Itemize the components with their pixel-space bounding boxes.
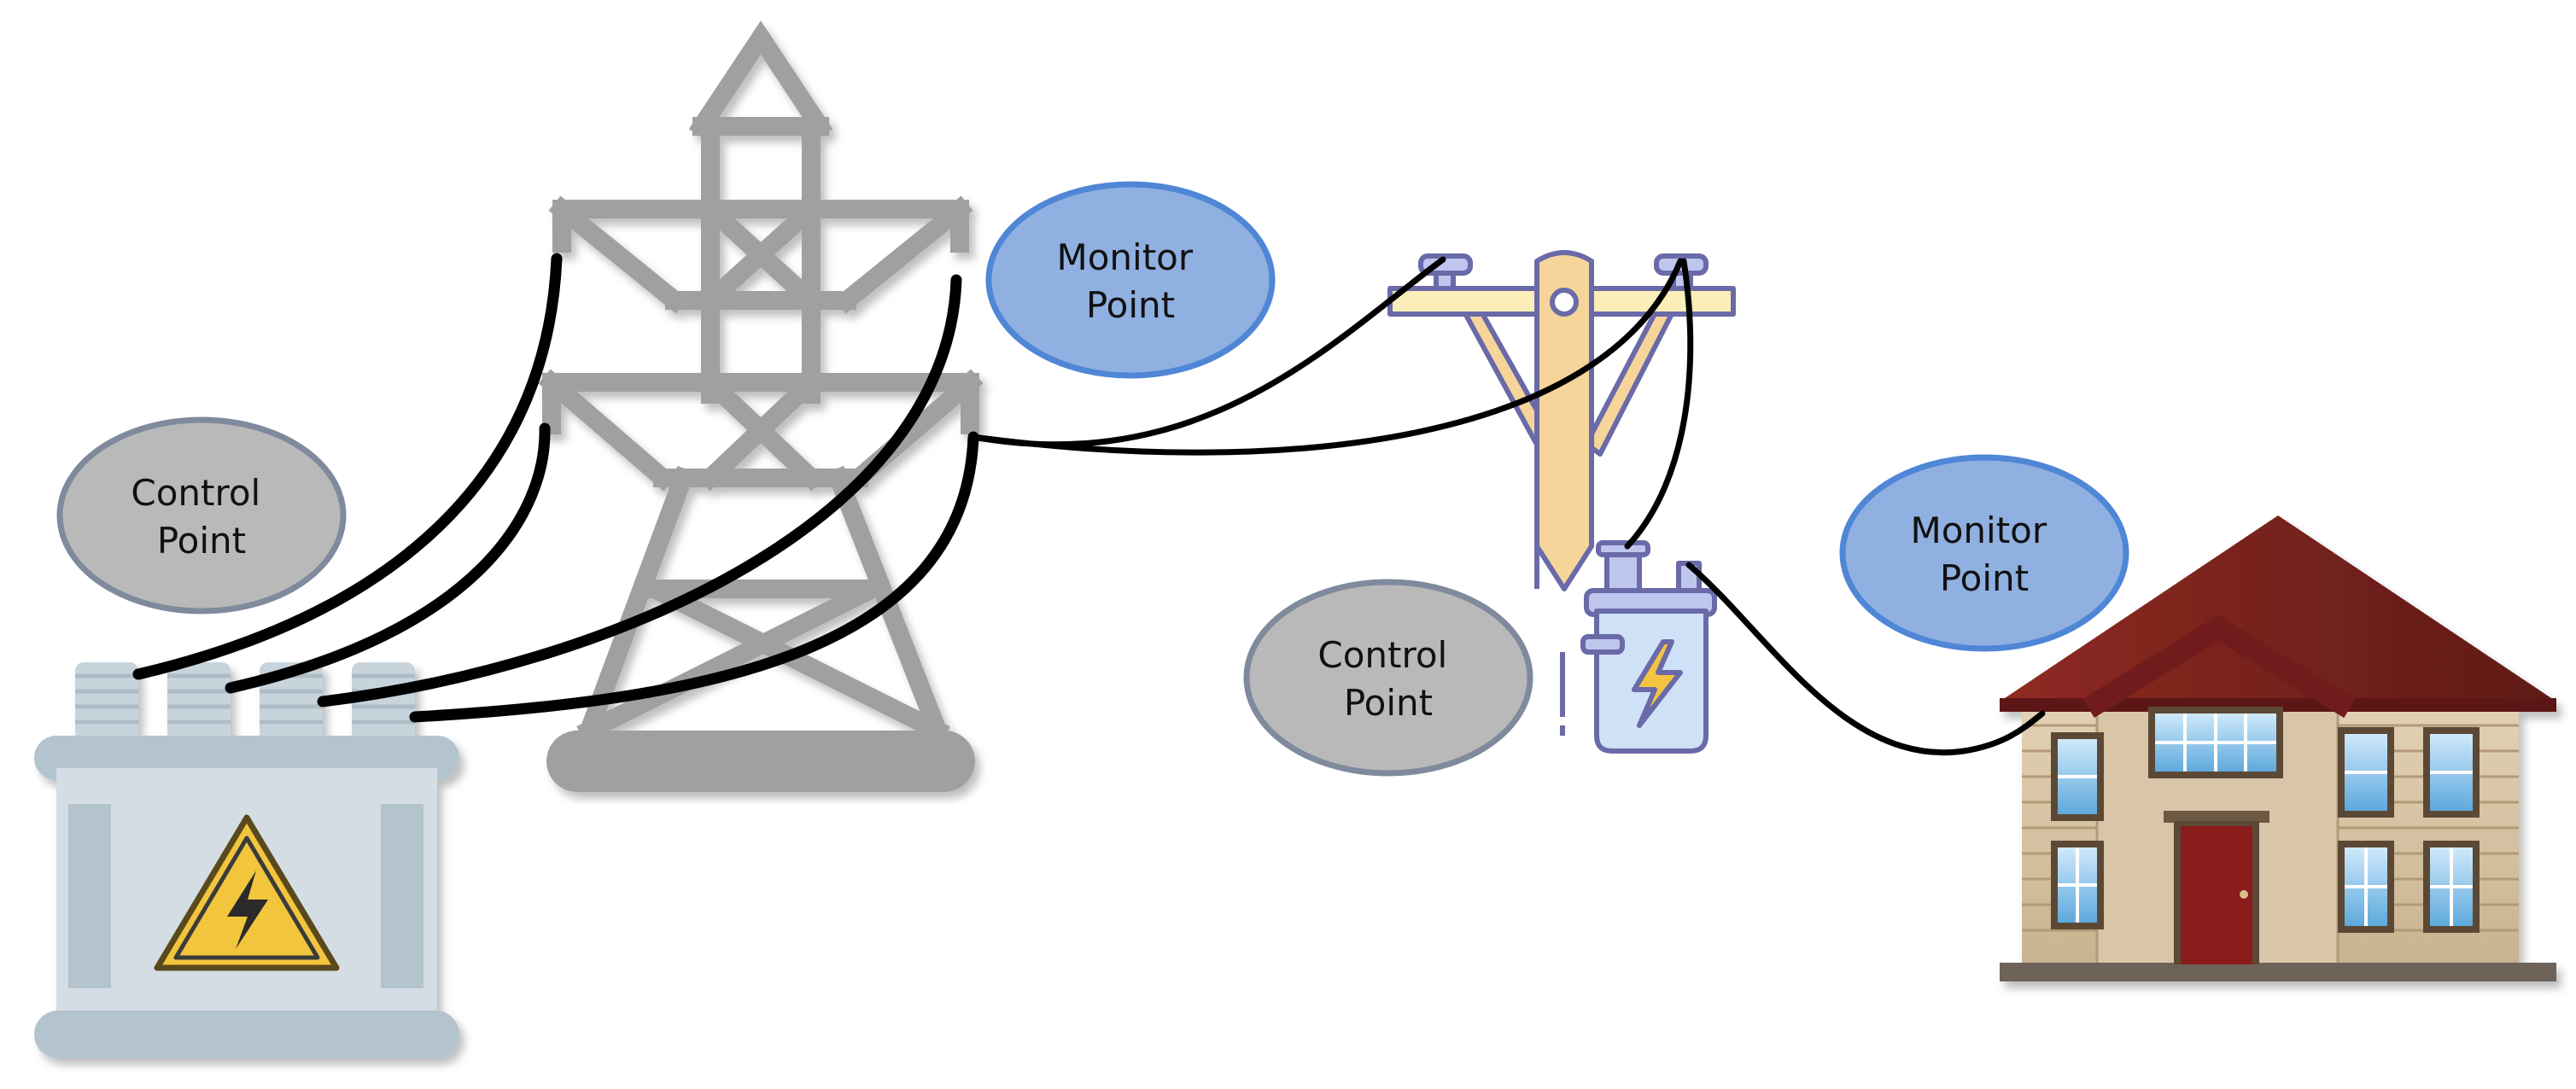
- wire-substation-tower-4: [409, 431, 979, 723]
- high-voltage-warning-icon: [154, 814, 340, 971]
- house: [2000, 515, 2556, 981]
- house-window: [2423, 727, 2480, 818]
- monitor-point-house[interactable]: Monitor Point: [1839, 454, 2129, 652]
- house-window: [2338, 727, 2394, 818]
- bushing-1: [75, 662, 138, 741]
- utility-pole: [1387, 250, 1736, 591]
- wire-transformer-house: [1685, 562, 2046, 756]
- control-point-substation[interactable]: Control Point: [56, 416, 347, 614]
- node-label: Monitor Point: [1056, 236, 1204, 326]
- wire-pole-transformer: [1624, 258, 1694, 550]
- lightning-bolt-icon: [1632, 639, 1683, 728]
- house-window: [2051, 841, 2104, 929]
- substation-transformer: [34, 662, 459, 1058]
- control-point-pole[interactable]: Control Point: [1243, 579, 1533, 777]
- power-lines: [132, 253, 2046, 756]
- bushing-2: [167, 662, 231, 741]
- node-label: Control Point: [131, 472, 272, 562]
- wire-substation-tower-2: [225, 422, 551, 694]
- house-window: [2423, 841, 2480, 933]
- tower-base: [546, 731, 975, 792]
- wire-tower-pole-2: [970, 258, 1684, 456]
- node-label: Control Point: [1317, 634, 1458, 724]
- house-door: [2164, 811, 2269, 964]
- house-window: [2148, 707, 2283, 778]
- wire-substation-tower-3: [317, 274, 962, 708]
- wire-substation-tower-1: [132, 253, 563, 680]
- monitor-point-tower[interactable]: Monitor Point: [985, 181, 1276, 379]
- house-window: [2051, 732, 2104, 821]
- node-label: Monitor Point: [1910, 510, 2058, 599]
- pole-transformer: [1560, 540, 1717, 754]
- house-window: [2338, 841, 2394, 933]
